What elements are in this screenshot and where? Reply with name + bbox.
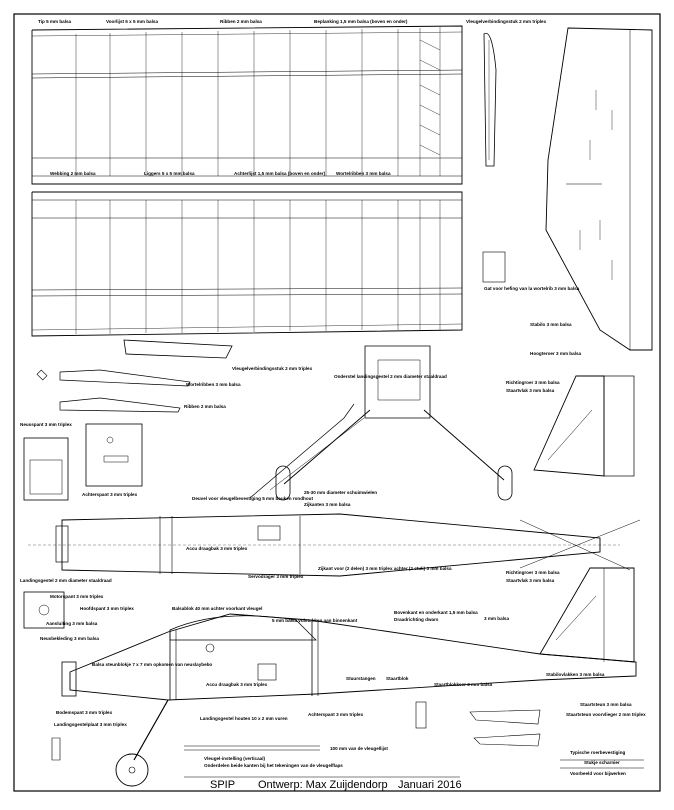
label-gear: Landingsgestel 2 mm diameter staaldraad [20,578,112,583]
label-elevator: Hoogteroer 3 mm balsa [530,351,582,356]
label-rear-former: Achterspant 3 mm triplex [82,492,138,497]
label-note: Onderdelen beide kanten bij het tekening… [204,763,343,768]
plan-date: Januari 2016 [398,779,462,791]
label-gear-wire: Onderstel landingsgestel 2 mm diameter s… [334,374,447,379]
label-joiner-top: Vleugelverbindingsstuk 2 mm triplex [232,366,313,371]
title-block: SPIP Ontwerp: Max Zuijdendorp Januari 20… [184,776,462,791]
label-root-ribs: Wortelribben 3 mm balsa [336,171,391,176]
label-fin: Staartvlak 3 mm balsa [506,388,555,393]
label-rudder: Richtingroer 3 mm balsa [506,380,560,385]
label-top-former: Hoofdspant 3 mm triplex [80,606,134,611]
label-slot: Gat voor hefing van la wortelrib 3 mm ba… [484,286,580,291]
label-bottom-former: Bodemspant 3 mm triplex [56,710,113,715]
label-tail-skid-2: Staartsteun voorvlieger 2 mm triplex [566,712,646,717]
fin-view [533,375,635,477]
parts-labels: Vleugelverbindingsstuk 2 mm triplex Wort… [20,366,452,599]
label-nose-former: Neusspant 3 mm triplex [20,422,72,427]
label-grain: Draadrichting dwars [394,617,439,622]
label-webbing: Webbing 2 mm balsa [50,171,96,176]
label-rudder-2: Richtingroer 3 mm balsa [506,570,560,575]
fuselage-labels: Hoofdspant 3 mm triplex Aansluiting 3 mm… [40,606,646,776]
label-top-bottom: Bovenkant en onderkant 1,5 mm balsa [394,610,478,615]
fuselage-top-view [28,513,641,577]
small-parts [23,339,233,501]
stabilizer-view [482,27,653,351]
label-rear-former-side: Achterspant 3 mm triplex [308,712,364,717]
tail-labels: Gat voor hefing van la wortelrib 3 mm ba… [484,286,582,621]
label-pushrod: Stuurstangen [346,676,376,681]
label-wing-incidence: Vleugel-instelling (verticaal) [204,756,265,761]
label-sheeting-front: Aansluiting 3 mm balsa [46,621,98,626]
label-accu: Accu draagbak 3 mm triplex [206,682,268,687]
label-tip: Tip 5 mm balsa [38,19,72,24]
label-fuselage-sides: Zijkanten 3 mm balsa [304,502,351,507]
landing-gear-view [249,345,513,501]
fuselage-side-view [23,567,644,787]
label-servo-rail: Landingsgestel houten 10 x 2 mm vuren [200,716,288,721]
wing-top-view [31,25,497,185]
label-dowel: Deuvel voor vleugelbevestiging 5 mm beuk… [192,496,313,501]
label-stab-mount-2: Stabilovlakken 3 mm balsa [546,672,605,677]
label-tail-3mm: 3 mm balsa [484,616,509,621]
label-root-rib: Wortelribben 3 mm balsa [186,382,241,387]
label-ribs: Ribben 2 mm balsa [220,19,262,24]
designer: Ontwerp: Max Zuijdendorp [258,779,388,791]
sheet-border [13,13,661,792]
label-servo-holder: Servodrager 3 mm triplex [248,574,304,579]
label-rib: Ribben 2 mm balsa [184,404,226,409]
label-leading-edge: Voorlijst 5 x 5 mm balsa [106,19,158,24]
label-joiner: Vleugelverbindingsstuk 2 mm triplex [466,19,547,24]
label-gear-plate: Landingsgestelplaat 3 mm triplex [54,722,127,727]
label-cover: 5 mm balsa vulstukken aan binnenkant [272,618,358,623]
label-nose: Neusbekleding 3 mm balsa [40,636,99,641]
wing-bottom-view [31,191,463,337]
label-stab: Stabilo 3 mm balsa [530,322,572,327]
label-tail-block: Staartblok [386,676,409,681]
label-access: Accu draagbak 3 mm triplex [186,546,248,551]
label-sheeting: Beplanking 1,5 mm balsa (boven en onder) [314,19,408,24]
label-spars: Liggers 5 x 5 mm balsa [144,171,195,176]
label-hinge: Typische roerbevestiging [570,750,626,755]
label-spacing: 100 mm van de vleugellijst [330,746,388,751]
label-trailing-edge: Achterlijst 1,5 mm balsa (boven en onder… [234,171,326,176]
label-wing-saddle: Balsablok 40 mm achter voorkant vleugel [172,606,262,611]
label-stab-mount: Staartblokkeer 3 mm balsa [434,682,493,687]
wing-labels: Tip 5 mm balsa Voorlijst 5 x 5 mm balsa … [38,19,547,176]
label-hinge-2: Stukje scharnier [584,760,620,765]
label-hinge-3: Voorbeeld voor bijwerken [570,771,626,776]
label-fin-2: Staartvlak 3 mm balsa [506,578,555,583]
label-battery: Balsa steunblokje 7 x 7 mm opkomen van n… [92,662,212,667]
label-motor-former: Motorspant 3 mm triplex [50,594,104,599]
label-wheel: 25-30 mm diameter schuimwielen [304,490,377,495]
label-tail-skid: Staartsteun 3 mm balsa [580,702,632,707]
plan-name: SPIP [210,779,235,791]
label-sides-note: Zijkant voor (2 delen) 3 mm triplex acht… [318,566,452,571]
